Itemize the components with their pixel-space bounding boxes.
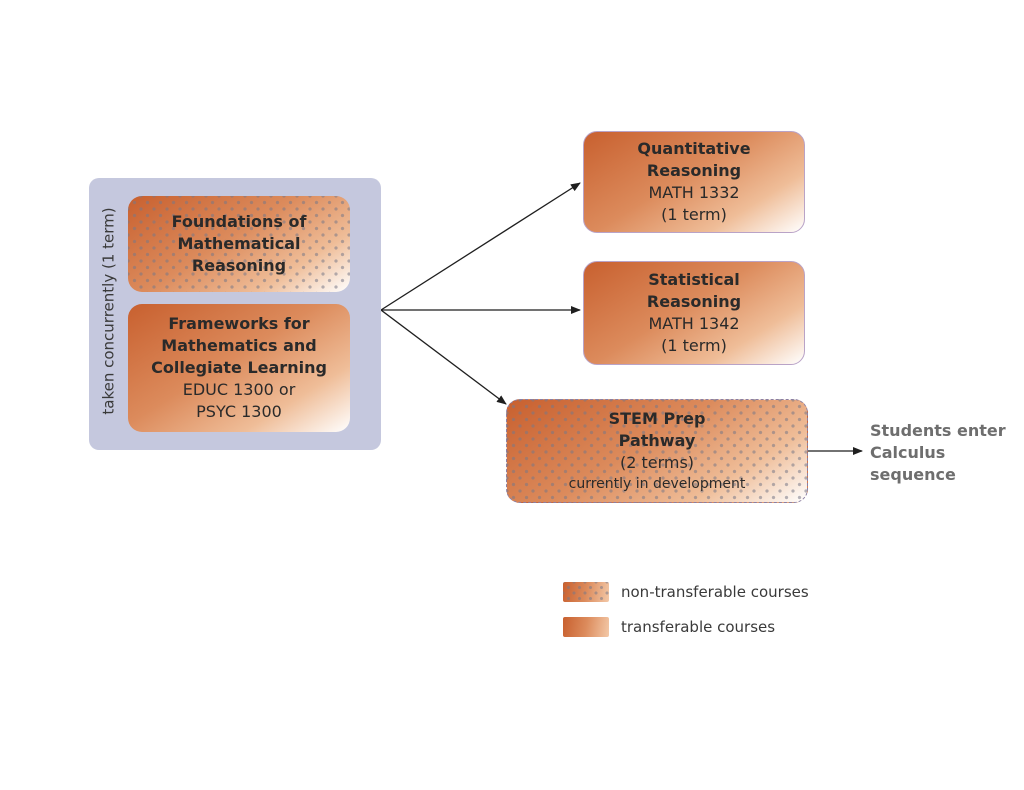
course-code-line: EDUC 1300 or — [182, 380, 296, 399]
course-box-quantitative-reasoning: Quantitative Reasoning MATH 1332 (1 term… — [583, 131, 805, 233]
course-box-statistical-reasoning: Statistical Reasoning MATH 1342 (1 term) — [583, 261, 805, 365]
legend-label: non-transferable courses — [621, 583, 809, 601]
course-title-line: Reasoning — [646, 292, 742, 311]
course-code: MATH 1332 — [648, 183, 740, 202]
course-code-line: PSYC 1300 — [196, 402, 282, 421]
course-title-line: Quantitative — [637, 139, 751, 158]
course-title-line: Reasoning — [191, 256, 287, 275]
course-duration: (1 term) — [661, 205, 727, 224]
arrow-to-quantitative-reasoning — [380, 182, 581, 311]
course-box-foundations: Foundations of Mathematical Reasoning — [128, 196, 350, 292]
legend-item-transferable: transferable courses — [563, 617, 775, 637]
legend-swatch-solid — [563, 617, 609, 637]
arrow-to-stem-prep-pathway — [380, 309, 507, 405]
course-code: MATH 1342 — [648, 314, 740, 333]
concurrent-label: taken concurrently (1 term) — [100, 207, 119, 415]
course-duration: (1 term) — [661, 336, 727, 355]
course-title-line: Frameworks for — [168, 314, 310, 333]
course-title-line: Foundations of — [171, 212, 307, 231]
outcome-line: Students enter — [870, 421, 1006, 440]
course-title-line: Pathway — [618, 431, 696, 450]
concurrent-label-wrapper: taken concurrently (1 term) — [96, 195, 122, 427]
course-box-stem-prep-pathway: STEM Prep Pathway (2 terms) currently in… — [506, 399, 808, 503]
course-title-line: Reasoning — [646, 161, 742, 180]
legend-swatch-dotted — [563, 582, 609, 602]
outcome-line: Calculus — [870, 443, 946, 462]
course-title-line: Mathematical — [177, 234, 301, 253]
course-box-frameworks: Frameworks for Mathematics and Collegiat… — [128, 304, 350, 432]
legend-item-non-transferable: non-transferable courses — [563, 582, 809, 602]
outcome-line: sequence — [870, 465, 956, 484]
legend-label: transferable courses — [621, 618, 776, 636]
course-title-line: Mathematics and — [161, 336, 317, 355]
course-title-line: STEM Prep — [608, 409, 706, 428]
course-title-line: Collegiate Learning — [151, 358, 327, 377]
course-duration: (2 terms) — [619, 453, 695, 472]
calculus-outcome-text: Students enter Calculus sequence — [870, 420, 1006, 486]
course-note: currently in development — [568, 476, 746, 492]
course-title-line: Statistical — [648, 270, 740, 289]
